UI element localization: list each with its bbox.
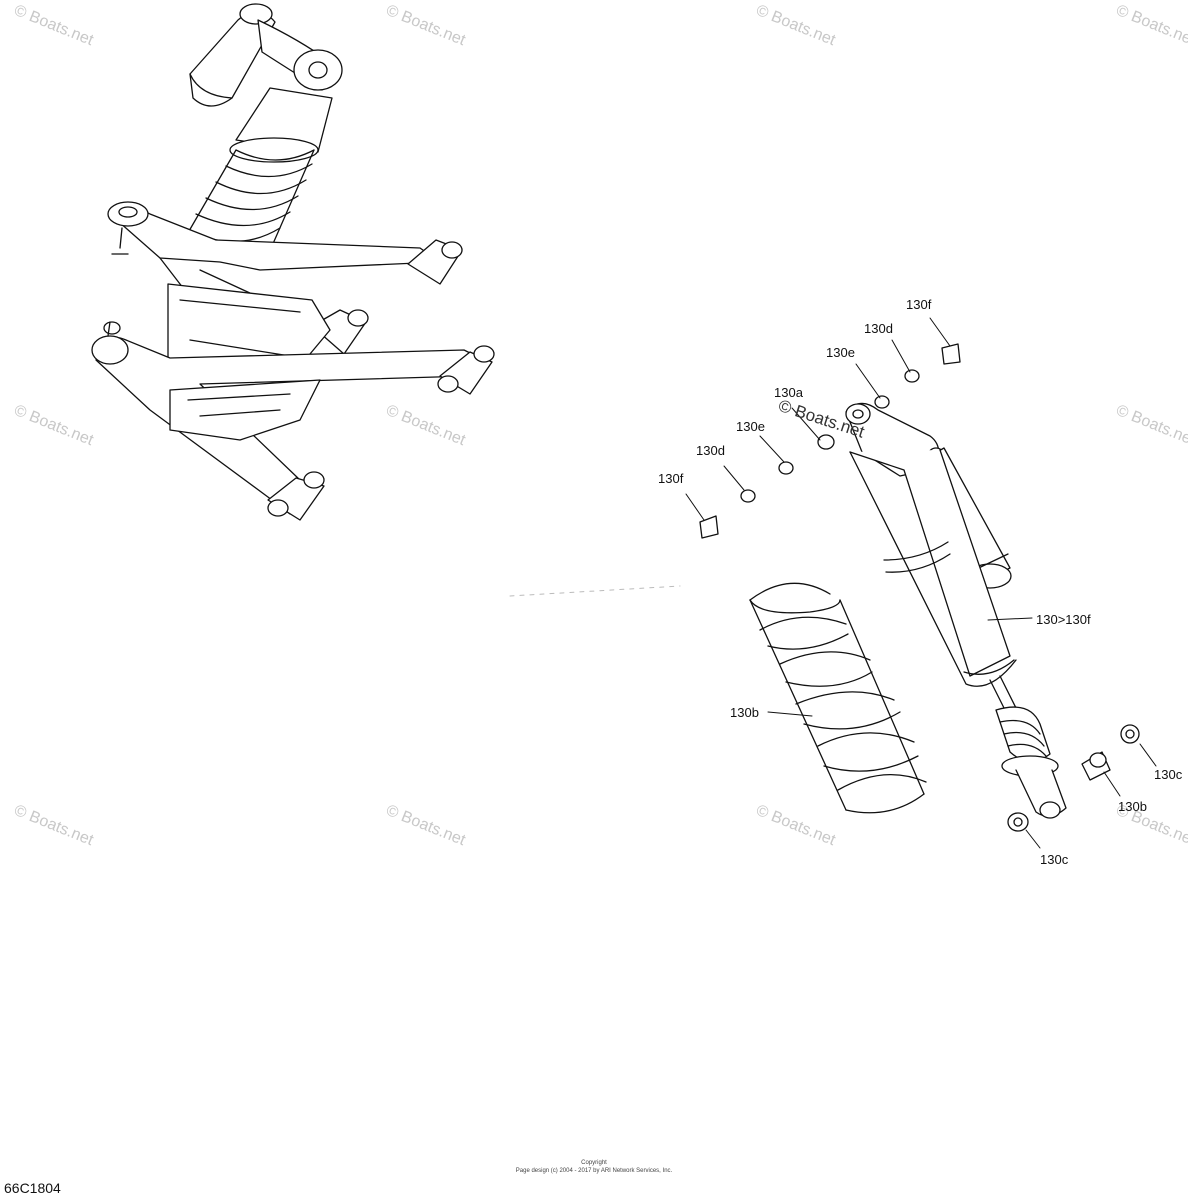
label-130a: 130a	[774, 385, 803, 400]
label-130-range: 130>130f	[1036, 612, 1091, 627]
leader-lines	[685, 317, 1157, 849]
label-130c-bottom: 130c	[1040, 852, 1069, 867]
label-130c-right: 130c	[1154, 767, 1183, 782]
label-130f-left: 130f	[658, 471, 684, 486]
label-130b-spring: 130b	[730, 705, 759, 720]
shock-exploded	[699, 343, 1140, 832]
label-130e-left: 130e	[736, 419, 765, 434]
suspension-assembly	[91, 3, 495, 521]
stray-marks	[509, 585, 681, 597]
diagram-reference-code: 66C1804	[4, 1180, 61, 1196]
label-130f-top: 130f	[906, 297, 932, 312]
copyright-line-1: Copyright	[581, 1160, 607, 1166]
label-130d-left: 130d	[696, 443, 725, 458]
label-130e-top: 130e	[826, 345, 855, 360]
label-130b-right: 130b	[1118, 799, 1147, 814]
label-130d-top: 130d	[864, 321, 893, 336]
copyright-line-2: Page design (c) 2004 - 2017 by ARI Netwo…	[515, 1168, 673, 1174]
